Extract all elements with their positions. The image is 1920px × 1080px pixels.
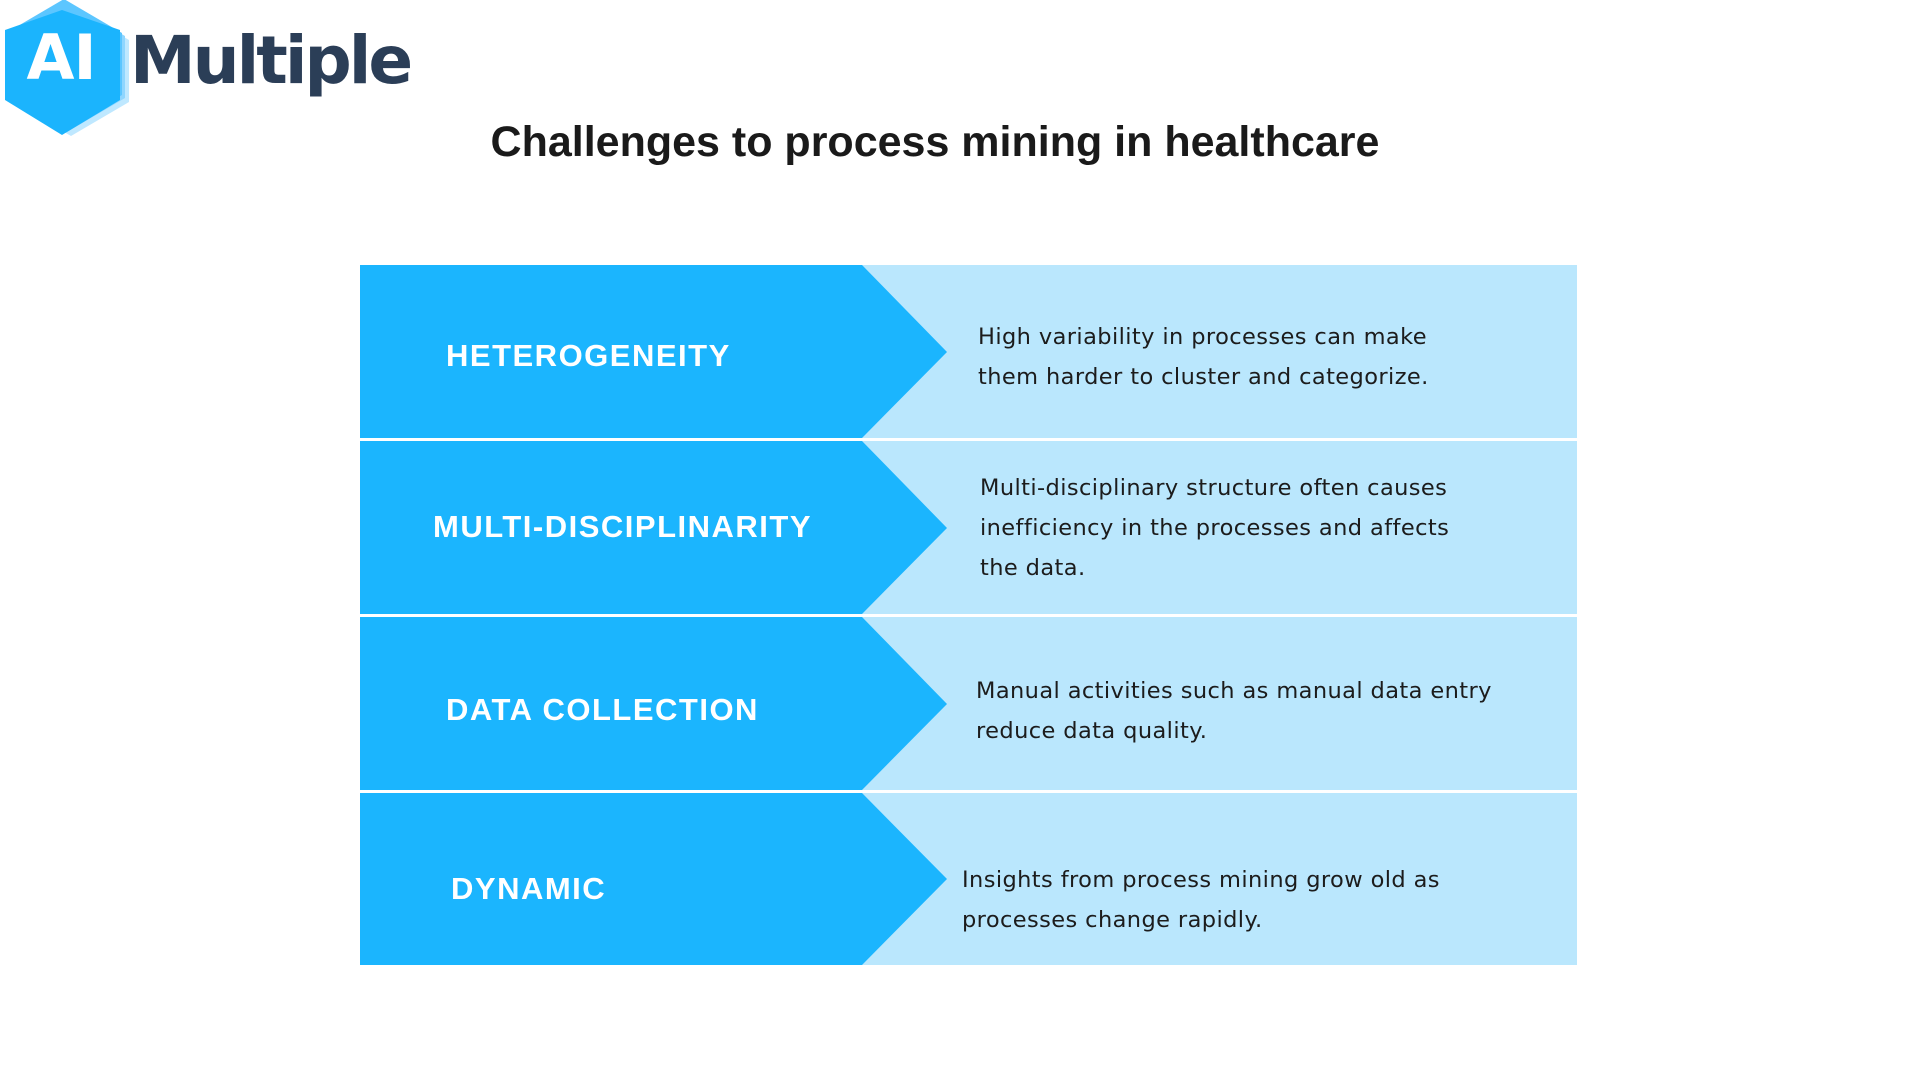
aimultiple-logo: AI Multiple <box>0 0 413 140</box>
challenge-description: Manual activities such as manual data en… <box>976 678 1492 744</box>
logo-badge-text: AI <box>26 21 96 94</box>
challenge-description: Insights from process mining grow old as… <box>962 867 1440 933</box>
arrow-shape <box>360 265 1577 438</box>
challenge-label: DATA COLLECTION <box>446 692 759 727</box>
hexagon-badge-icon <box>5 0 129 136</box>
challenge-row: HETEROGENEITY High variability in proces… <box>360 265 1577 438</box>
challenge-description: Multi-disciplinary structure often cause… <box>980 475 1450 581</box>
challenge-row: DYNAMIC Insights from process mining gro… <box>360 793 1577 966</box>
challenge-row: MULTI-DISCIPLINARITY Multi-disciplinary … <box>360 441 1577 614</box>
challenge-label: DYNAMIC <box>451 871 607 906</box>
page-title: Challenges to process mining in healthca… <box>490 118 1380 166</box>
arrow-shape <box>360 617 1577 790</box>
arrow-shape <box>360 441 1577 614</box>
arrow-shape <box>360 793 1577 965</box>
challenge-label: HETEROGENEITY <box>446 338 731 373</box>
challenge-label: MULTI-DISCIPLINARITY <box>433 509 813 544</box>
challenge-row: DATA COLLECTION Manual activities such a… <box>360 617 1577 790</box>
logo-wordmark: Multiple <box>130 22 413 99</box>
challenge-description: High variability in processes can make t… <box>978 324 1429 390</box>
